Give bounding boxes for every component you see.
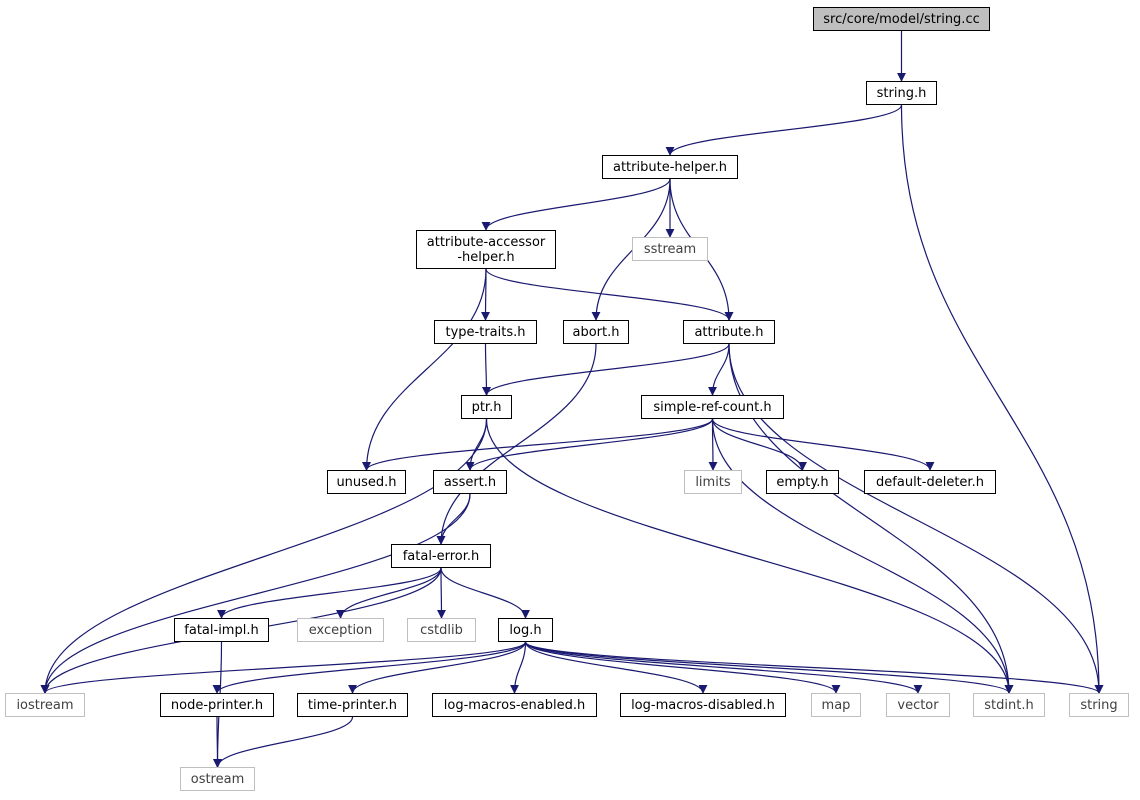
node-node-printer-h[interactable]: node-printer.h bbox=[160, 693, 274, 717]
node-ostream: ostream bbox=[180, 767, 255, 791]
edge-fatal_error_h-to-cstdlib bbox=[436, 567, 446, 619]
edge-abort_h-to-fatal_error_h bbox=[436, 343, 597, 545]
node-cstdlib: cstdlib bbox=[407, 618, 476, 642]
edge-log_h-to-string bbox=[524, 641, 1104, 694]
node-attribute-helper-h[interactable]: attribute-helper.h bbox=[602, 155, 738, 179]
node-default-deleter-h[interactable]: default-deleter.h bbox=[864, 470, 996, 494]
edge-log_h-to-time_printer_h bbox=[348, 641, 527, 694]
node-vector: vector bbox=[886, 693, 950, 717]
node-unused-h[interactable]: unused.h bbox=[327, 470, 406, 494]
edge-log_h-to-log_macros_disabled_h bbox=[524, 641, 708, 694]
edge-log_h-to-stdint_h bbox=[524, 641, 1014, 694]
node-attribute-h[interactable]: attribute.h bbox=[683, 320, 775, 344]
edge-log_h-to-log_macros_enabled_h bbox=[510, 641, 527, 694]
edge-attribute_accessor_helper_h-to-attribute_h bbox=[485, 268, 734, 321]
node-stdint-h: stdint.h bbox=[973, 693, 1045, 717]
node-fatal-error-h[interactable]: fatal-error.h bbox=[391, 544, 491, 568]
edge-type_traits_h-to-ptr_h bbox=[481, 343, 491, 396]
edge-assert_h-to-iostream bbox=[40, 493, 471, 694]
node-exception: exception bbox=[297, 618, 384, 642]
node-empty-h[interactable]: empty.h bbox=[766, 470, 839, 494]
node-limits: limits bbox=[684, 470, 742, 494]
node-log-h[interactable]: log.h bbox=[498, 618, 553, 642]
edge-simple_ref_count_h-to-empty_h bbox=[711, 418, 807, 471]
node-type-traits-h[interactable]: type-traits.h bbox=[434, 320, 537, 344]
node-map: map bbox=[811, 693, 861, 717]
node-simple-ref-count-h[interactable]: simple-ref-count.h bbox=[641, 395, 784, 419]
node-attribute-accessor-helper-h[interactable]: attribute-accessor -helper.h bbox=[416, 230, 556, 269]
edge-attribute_helper_h-to-attribute_accessor_helper_h bbox=[481, 178, 671, 231]
edge-ptr_h-to-assert_h bbox=[465, 418, 488, 471]
node-sstream: sstream bbox=[632, 237, 708, 261]
edge-attribute_h-to-ptr_h bbox=[482, 343, 730, 396]
edge-log_h-to-map bbox=[524, 641, 841, 694]
node-iostream: iostream bbox=[5, 693, 85, 717]
node-log-macros-disabled-h[interactable]: log-macros-disabled.h bbox=[620, 693, 786, 717]
node-log-macros-enabled-h[interactable]: log-macros-enabled.h bbox=[432, 693, 597, 717]
node-abort-h[interactable]: abort.h bbox=[563, 320, 629, 344]
edge-log_h-to-node_printer_h bbox=[212, 641, 527, 694]
node-string: string bbox=[1069, 693, 1129, 717]
edge-ptr_h-to-stdint_h bbox=[485, 418, 1014, 694]
node-time-printer-h[interactable]: time-printer.h bbox=[297, 693, 408, 717]
node-assert-h[interactable]: assert.h bbox=[433, 470, 507, 494]
node-ptr-h[interactable]: ptr.h bbox=[461, 395, 512, 419]
node-string-h[interactable]: string.h bbox=[866, 81, 937, 105]
edge-string_h-to-attribute_helper_h bbox=[665, 104, 903, 156]
node-fatal-impl-h[interactable]: fatal-impl.h bbox=[174, 618, 269, 642]
node-string-cc[interactable]: src/core/model/string.cc bbox=[813, 7, 990, 31]
edge-log_h-to-vector bbox=[524, 641, 923, 694]
edge-string_h-to-string bbox=[900, 104, 1104, 694]
edge-assert_h-to-fatal_error_h bbox=[436, 493, 471, 545]
edge-simple_ref_count_h-to-assert_h bbox=[465, 418, 714, 471]
edge-ptr_h-to-iostream bbox=[40, 418, 488, 694]
edge-fatal_error_h-to-exception bbox=[336, 567, 442, 619]
edge-node_printer_h-to-ostream bbox=[212, 716, 222, 768]
edge-simple_ref_count_h-to-default_deleter_h bbox=[711, 418, 935, 471]
edge-fatal_error_h-to-log_h bbox=[440, 567, 530, 619]
edge-attribute_h-to-simple_ref_count_h bbox=[708, 343, 730, 396]
edge-attribute_accessor_helper_h-to-unused_h bbox=[362, 268, 487, 471]
edge-log_h-to-iostream bbox=[40, 641, 527, 694]
edge-fatal_error_h-to-fatal_impl_h bbox=[217, 567, 442, 619]
edge-attribute_h-to-string bbox=[728, 343, 1104, 694]
edge-time_printer_h-to-ostream bbox=[213, 716, 354, 768]
edge-simple_ref_count_h-to-stdint_h bbox=[711, 418, 1014, 694]
edge-simple_ref_count_h-to-unused_h bbox=[362, 418, 714, 471]
